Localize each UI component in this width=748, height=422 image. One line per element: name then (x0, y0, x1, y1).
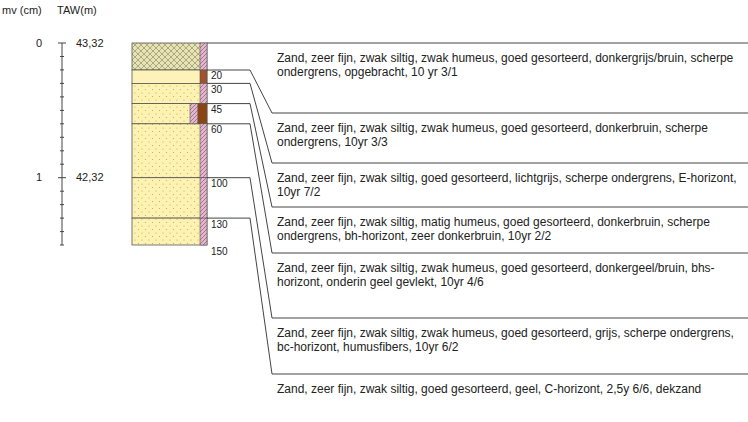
axis-header: mv (cm) (2, 4, 42, 17)
boundary-depth: 45 (211, 105, 222, 115)
boundary-depth: 30 (211, 85, 222, 95)
axis-header: TAW(m) (57, 4, 97, 17)
boundary-depth: 100 (211, 179, 228, 189)
layer-description: Zand, zeer fijn, zwak siltig, matig hume… (277, 215, 743, 243)
layer-description: Zand, zeer fijn, zwak siltig, zwak humeu… (277, 51, 743, 79)
depth-value: 0 (36, 37, 42, 50)
depth-axis (58, 43, 66, 245)
layer-description: Zand, zeer fijn, zwak siltig, goed gesor… (277, 382, 743, 396)
elevation-value: 43,32 (76, 37, 104, 50)
layer-description: Zand, zeer fijn, zwak siltig, zwak humeu… (277, 326, 743, 354)
layer-description: Zand, zeer fijn, zwak siltig, zwak humeu… (277, 121, 743, 149)
boundary-depth: 20 (211, 71, 222, 81)
layer-description: Zand, zeer fijn, zwak siltig, goed gesor… (277, 171, 743, 199)
boundary-depth: 60 (211, 125, 222, 135)
layer-description: Zand, zeer fijn, zwak siltig, zwak humeu… (277, 261, 743, 289)
elevation-value: 42,32 (76, 171, 104, 184)
boundary-depth: 150 (211, 247, 228, 257)
leader-lines (207, 43, 748, 374)
depth-value: 1 (36, 171, 42, 184)
boundary-depth: 130 (211, 220, 228, 230)
soil-column (132, 43, 207, 245)
humus-strip (190, 43, 207, 245)
